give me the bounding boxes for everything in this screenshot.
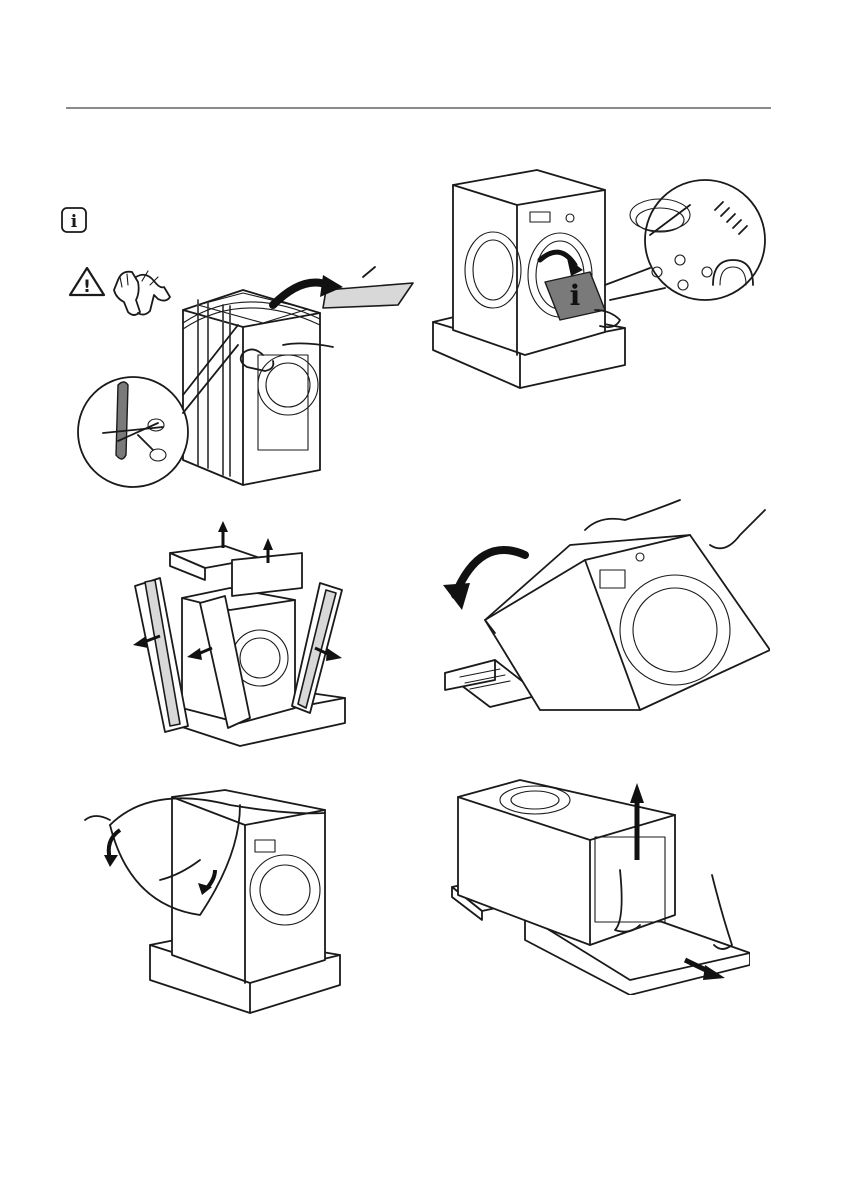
figure-remove-bag [80, 785, 345, 1015]
header-rule [66, 107, 771, 109]
svg-text:!: ! [83, 277, 91, 297]
side-panel-left [135, 578, 188, 732]
washing-machine [172, 790, 325, 983]
svg-text:i: i [71, 212, 78, 232]
figure-remove-cardboard [130, 518, 355, 753]
svg-text:i: i [570, 279, 581, 312]
figure-accessories: i [425, 160, 770, 395]
figure-tilt-machine [440, 485, 770, 715]
accessories-bubble [605, 180, 765, 300]
washing-machine [485, 535, 770, 710]
top-cushion [170, 546, 302, 596]
washing-machine [433, 170, 625, 388]
figure-lift-from-base [450, 775, 750, 995]
packaged-machine [183, 290, 333, 485]
warning-icon: ! [70, 268, 104, 297]
info-icon: i [62, 208, 86, 232]
washing-machine [458, 780, 675, 945]
figure-cut-straps: i ! [58, 205, 418, 495]
gloves-icon [114, 271, 170, 315]
